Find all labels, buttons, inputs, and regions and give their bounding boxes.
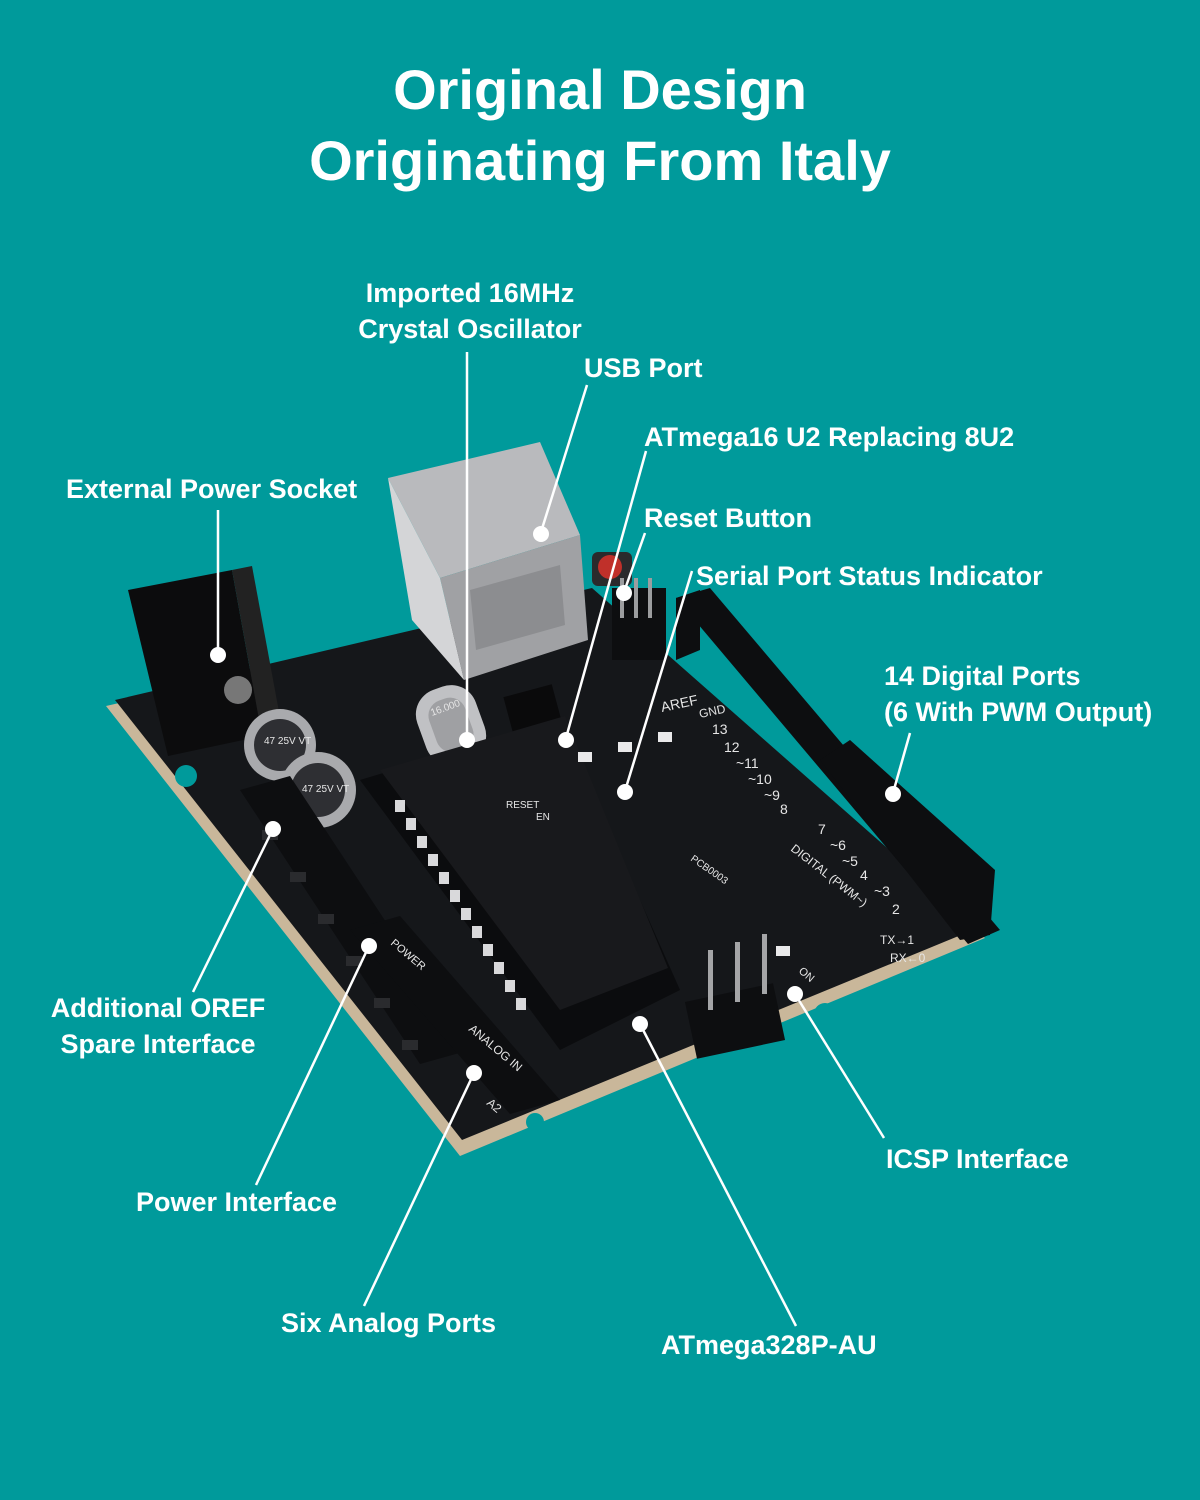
atmega328-chip bbox=[380, 716, 668, 1010]
board-pin: 8 bbox=[780, 801, 788, 817]
board-pin: 2 bbox=[892, 901, 900, 917]
board-gnd: GND bbox=[698, 702, 727, 721]
chip-pins bbox=[395, 800, 526, 1010]
capacitor-print-2: 47 25V VT bbox=[302, 784, 349, 795]
leader-atmega328 bbox=[638, 1023, 798, 1327]
leader-digital bbox=[891, 732, 912, 794]
analog-header bbox=[350, 916, 560, 1114]
board-pin: 7 bbox=[818, 821, 826, 837]
board-pin: ~11 bbox=[736, 755, 759, 771]
led-on bbox=[776, 946, 790, 956]
leader-dot bbox=[210, 647, 226, 663]
leader-oref bbox=[191, 828, 275, 993]
leader-dot bbox=[466, 1065, 482, 1081]
callout-crystal: Imported 16MHz Crystal Oscillator bbox=[330, 275, 610, 347]
board-pin: 12 bbox=[724, 739, 740, 755]
board-pin: ~9 bbox=[764, 787, 780, 803]
mounting-hole bbox=[814, 1003, 836, 1025]
callout-crystal-line1: Imported 16MHz bbox=[365, 278, 575, 308]
leader-dot bbox=[361, 938, 377, 954]
leader-analog bbox=[362, 1072, 476, 1307]
callout-usb: USB Port bbox=[584, 353, 703, 383]
leader-dot bbox=[885, 786, 901, 802]
callout-oref: Additional OREF Spare Interface bbox=[28, 990, 288, 1062]
callout-serial: Serial Port Status Indicator bbox=[696, 561, 1043, 591]
headline-line1: Original Design bbox=[393, 58, 807, 121]
led bbox=[618, 742, 632, 752]
callout-analog: Six Analog Ports bbox=[281, 1308, 497, 1338]
leader-usb bbox=[539, 384, 589, 533]
leader-dot bbox=[617, 784, 633, 800]
led bbox=[578, 752, 592, 762]
usb-port bbox=[388, 442, 580, 578]
leader-power-interface bbox=[254, 945, 371, 1186]
leader-dot bbox=[632, 1016, 648, 1032]
callout-atmega328: ATmega328P-AU bbox=[661, 1330, 877, 1360]
callout-digital-line1: 14 Digital Ports bbox=[884, 661, 1081, 691]
led bbox=[658, 732, 672, 742]
leader-reset bbox=[622, 532, 647, 593]
leader-serial bbox=[623, 570, 694, 792]
callout-reset: Reset Button bbox=[644, 503, 812, 533]
board-pin: RX←0 bbox=[890, 951, 926, 965]
board-pin: 13 bbox=[712, 721, 728, 737]
power-jack bbox=[128, 570, 262, 756]
board-pin: TX→1 bbox=[880, 933, 914, 947]
board-aref: AREF bbox=[659, 692, 699, 715]
board-pin: ~3 bbox=[874, 883, 890, 899]
board-pin: ~5 bbox=[842, 853, 858, 869]
board-pin: ~6 bbox=[830, 837, 846, 853]
callout-digital-line2: (6 With PWM Output) bbox=[884, 697, 1153, 727]
mounting-hole bbox=[526, 1113, 544, 1131]
mounting-hole bbox=[175, 765, 197, 787]
leader-icsp bbox=[793, 993, 886, 1139]
callout-atmega16u2: ATmega16 U2 Replacing 8U2 bbox=[644, 422, 1015, 452]
digital-header-2 bbox=[820, 740, 995, 940]
leader-dot bbox=[265, 821, 281, 837]
headline-line2: Originating From Italy bbox=[309, 129, 891, 192]
callout-power-interface: Power Interface bbox=[136, 1187, 338, 1217]
callout-oref-line2: Spare Interface bbox=[60, 1029, 256, 1059]
board-en: EN bbox=[536, 812, 550, 823]
leader-dot bbox=[558, 732, 574, 748]
board-pin: ~10 bbox=[748, 771, 772, 787]
leader-dot bbox=[787, 986, 803, 1002]
leader-dot bbox=[533, 526, 549, 542]
callout-digital: 14 Digital Ports (6 With PWM Output) bbox=[884, 658, 1152, 730]
board-reset: RESET bbox=[506, 800, 539, 811]
capacitor-print-1: 47 25V VT bbox=[264, 736, 311, 747]
callout-oref-line1: Additional OREF bbox=[50, 993, 266, 1023]
callout-power-socket: External Power Socket bbox=[66, 474, 358, 504]
board-pin: 4 bbox=[860, 867, 868, 883]
callout-icsp: ICSP Interface bbox=[886, 1144, 1069, 1174]
callout-crystal-line2: Crystal Oscillator bbox=[358, 314, 582, 344]
leader-dot bbox=[616, 585, 632, 601]
leader-dot bbox=[459, 732, 475, 748]
leader-atmega16u2 bbox=[564, 450, 648, 739]
